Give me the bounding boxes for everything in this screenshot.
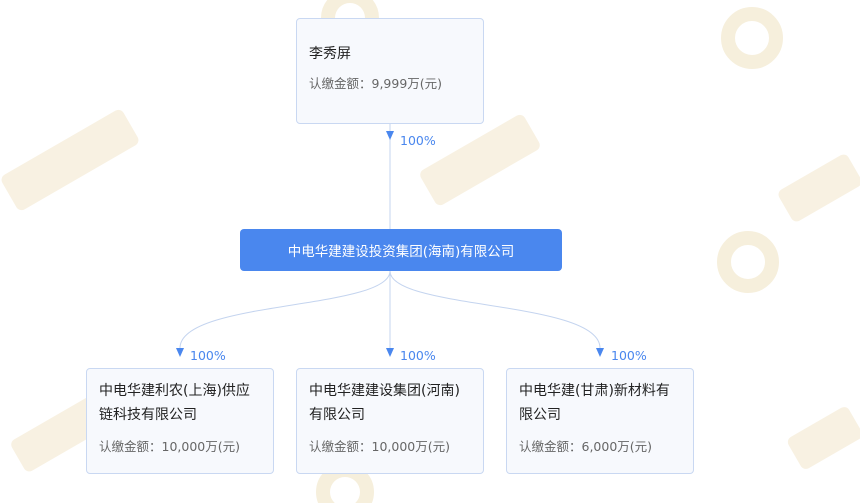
child-company-name[interactable]: 中电华建建设集团(河南)有限公司 — [309, 383, 460, 423]
center-company-name[interactable]: 中电华建建设投资集团(海南)有限公司 — [287, 244, 515, 260]
child-company-name[interactable]: 中电华建利农(上海)供应链科技有限公司 — [99, 383, 250, 423]
child-percent-1: 100% — [190, 348, 226, 363]
arrow-down-icon — [176, 348, 184, 357]
child-company-node-2[interactable]: 中电华建建设集团(河南)有限公司 认缴金额：10,000万(元) — [296, 368, 484, 474]
arrow-down-icon — [386, 131, 394, 140]
child-percent-3: 100% — [611, 348, 647, 363]
child-company-name[interactable]: 中电华建(甘肃)新材料有限公司 — [519, 383, 670, 423]
child-company-amount: 认缴金额：6,000万(元) — [519, 439, 653, 454]
child-company-node-1[interactable]: 中电华建利农(上海)供应链科技有限公司 认缴金额：10,000万(元) — [86, 368, 274, 474]
shareholder-percent: 100% — [400, 133, 436, 148]
child-company-amount: 认缴金额：10,000万(元) — [99, 439, 240, 454]
arrow-down-icon — [596, 348, 604, 357]
shareholder-node[interactable]: 李秀屏 认缴金额：9,999万(元) — [296, 18, 484, 124]
child-company-node-3[interactable]: 中电华建(甘肃)新材料有限公司 认缴金额：6,000万(元) — [506, 368, 694, 474]
child-company-amount: 认缴金额：10,000万(元) — [309, 439, 450, 454]
shareholder-amount: 认缴金额：9,999万(元) — [309, 76, 443, 91]
arrow-down-icon — [386, 348, 394, 357]
center-company-node[interactable]: 中电华建建设投资集团(海南)有限公司 — [240, 229, 562, 271]
shareholder-name[interactable]: 李秀屏 — [309, 46, 351, 62]
child-percent-2: 100% — [400, 348, 436, 363]
